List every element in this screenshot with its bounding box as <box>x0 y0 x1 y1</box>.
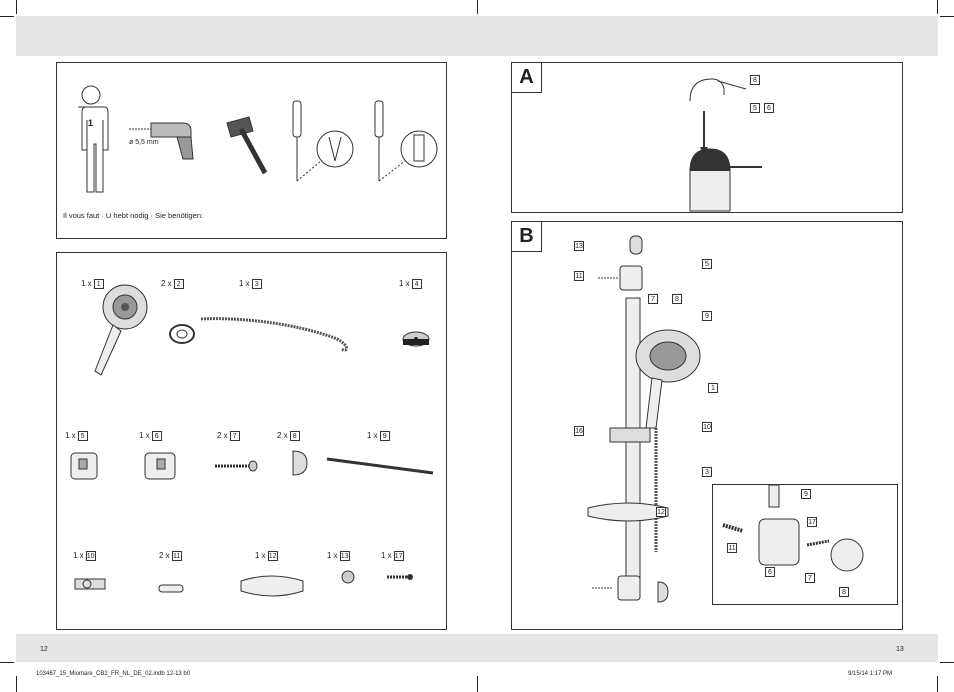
detail-inset: 9 17 11 6 7 8 <box>712 484 898 605</box>
section-b-label-9: 9 <box>702 311 712 321</box>
page-number-left: 12 <box>40 646 48 653</box>
section-b-label-1: 1 <box>708 383 718 393</box>
small-screw-part <box>387 574 413 580</box>
cover-cap-part <box>292 450 308 476</box>
tools-box: 1 ø 5,5 mm Il vous faut · U hebt nodig ·… <box>56 62 447 239</box>
section-b-label-12: 12 <box>656 507 666 517</box>
footer-file: 103467_15_Miomare_CB2_FR_NL_DE_02.indb 1… <box>36 671 191 677</box>
section-b-label-7: 7 <box>648 294 658 304</box>
detail-label-8: 8 <box>839 587 849 597</box>
detail-label-7: 7 <box>805 573 815 583</box>
crop-mark <box>937 0 938 14</box>
rail-part <box>326 457 434 475</box>
phillips-screwdriver-icon <box>292 100 354 182</box>
footer-date: 9/15/14 1:17 PM <box>848 671 893 677</box>
section-a-letter: A <box>512 63 542 93</box>
plug-part <box>341 570 355 584</box>
tools-caption: Il vous faut · U hebt nodig · Sie benöti… <box>63 211 204 220</box>
person-number: 1 <box>88 118 94 128</box>
hammer-icon <box>226 116 268 175</box>
section-b-label-10: 10 <box>702 422 712 432</box>
header-band <box>16 16 938 56</box>
section-b-label-8: 8 <box>672 294 682 304</box>
page-number-right: 13 <box>896 646 904 653</box>
section-b-letter: B <box>512 222 542 252</box>
section-b-label-16: 16 <box>574 426 584 436</box>
section-b-drawing <box>587 235 701 603</box>
shower-head-part <box>94 284 148 376</box>
section-a-drawing <box>689 78 762 212</box>
detail-label-6: 6 <box>765 567 775 577</box>
section-b-label-13: 13 <box>574 241 584 251</box>
footer-band <box>16 634 938 662</box>
screw-part <box>215 460 258 472</box>
bracket-part-6 <box>144 452 176 480</box>
washer-part <box>169 324 195 344</box>
section-a-label-5: 5 <box>750 103 760 113</box>
section-a-box: A 8 5 6 <box>511 62 903 213</box>
section-b-label-5: 5 <box>702 259 712 269</box>
crop-mark <box>940 662 954 663</box>
detail-label-17: 17 <box>807 517 817 527</box>
section-b-label-3: 3 <box>702 467 712 477</box>
hose-part <box>200 317 348 352</box>
dowel-part <box>158 584 184 593</box>
soap-dish-part <box>240 575 304 597</box>
detail-drawing <box>722 484 864 572</box>
crop-mark <box>477 0 478 14</box>
detail-label-9: 9 <box>801 489 811 499</box>
crop-mark <box>0 662 14 663</box>
section-a-label-8: 8 <box>750 75 760 85</box>
detail-label-11: 11 <box>727 543 737 553</box>
crop-mark <box>937 676 938 692</box>
slider-part <box>74 578 106 590</box>
drill-icon <box>129 122 194 160</box>
crop-mark <box>16 676 17 692</box>
section-a-label-6: 6 <box>764 103 774 113</box>
crop-mark <box>477 676 478 692</box>
crop-mark <box>0 16 14 17</box>
cap-part <box>402 331 430 347</box>
flat-screwdriver-icon <box>374 100 438 182</box>
section-b-box: B 13 11 5 7 8 9 1 16 10 3 12 <box>511 221 903 630</box>
bracket-part-5 <box>70 452 98 480</box>
crop-mark <box>16 0 17 14</box>
drill-bit-label: ø 5,5 mm <box>129 139 159 146</box>
section-b-label-11: 11 <box>574 271 584 281</box>
person-icon <box>78 85 109 193</box>
crop-mark <box>940 16 954 17</box>
